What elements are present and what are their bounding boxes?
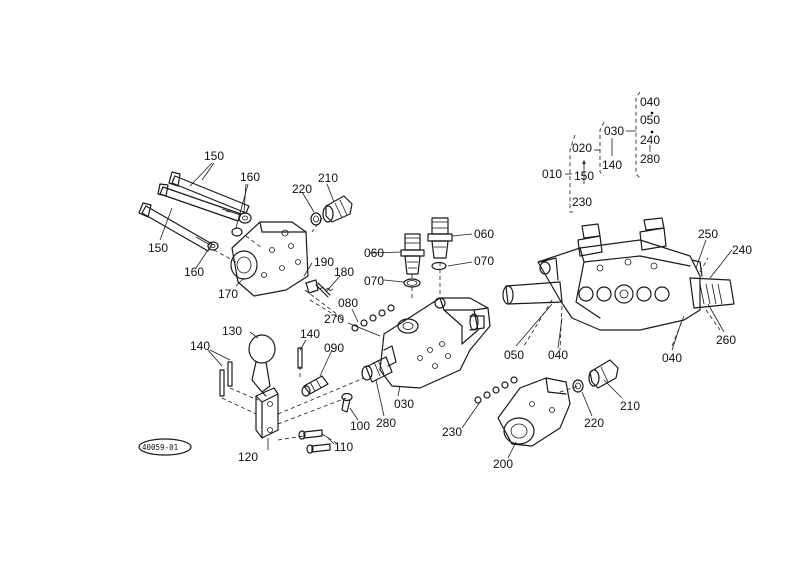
label-230: 230 bbox=[442, 425, 462, 439]
label-180: 180 bbox=[334, 265, 354, 279]
tree-root-010: 010 bbox=[542, 167, 562, 181]
fitting-060-right bbox=[427, 217, 453, 259]
label-210: 210 bbox=[318, 171, 338, 185]
label-050: 050 bbox=[504, 348, 524, 362]
bolt-150-upper bbox=[157, 183, 242, 222]
o-ring-220-upper bbox=[310, 212, 322, 226]
label-260: 260 bbox=[716, 333, 736, 347]
label-040: 040 bbox=[548, 348, 568, 362]
diagram-code-badge: 40059-01 bbox=[138, 438, 192, 456]
o-rings-080-270 bbox=[351, 304, 395, 332]
o-ring-220-lower bbox=[572, 379, 584, 393]
tree-040: 040 bbox=[640, 95, 660, 109]
label-120: 120 bbox=[238, 450, 258, 464]
label-220: 220 bbox=[584, 416, 604, 430]
assembly-lines-left bbox=[213, 217, 441, 445]
pin-140-right bbox=[297, 347, 303, 369]
pin-090 bbox=[301, 375, 329, 397]
label-240: 240 bbox=[732, 243, 752, 257]
tree-140: 140 bbox=[602, 158, 622, 172]
valve-body-main bbox=[502, 217, 735, 331]
tree-280: 280 bbox=[640, 152, 660, 166]
label-210: 210 bbox=[620, 399, 640, 413]
label-220: 220 bbox=[292, 182, 312, 196]
washer-160-lower bbox=[207, 241, 219, 251]
label-110: 110 bbox=[334, 440, 353, 454]
label-130: 130 bbox=[222, 324, 242, 338]
bolt-100 bbox=[341, 392, 353, 413]
tree-240: 240 bbox=[640, 133, 660, 147]
label-150: 150 bbox=[148, 241, 168, 255]
label-150: 150 bbox=[204, 149, 224, 163]
label-250: 250 bbox=[698, 227, 718, 241]
bolt-150-lower bbox=[138, 202, 213, 252]
diagram-code: 40059-01 bbox=[142, 443, 178, 452]
label-070: 070 bbox=[364, 274, 384, 288]
label-280: 280 bbox=[376, 416, 396, 430]
o-ring-070-right bbox=[431, 261, 447, 271]
tree-150: 150 bbox=[574, 169, 594, 183]
lever-bracket-120 bbox=[255, 387, 279, 439]
lever-knob-130 bbox=[248, 334, 276, 397]
label-160: 160 bbox=[240, 170, 260, 184]
label-060: 060 bbox=[364, 246, 384, 260]
label-170: 170 bbox=[218, 287, 238, 301]
assembly-tree bbox=[565, 91, 654, 213]
bolt-150-middle bbox=[168, 171, 250, 214]
label-140: 140 bbox=[300, 327, 320, 341]
fitting-060-left bbox=[400, 233, 425, 275]
label-100: 100 bbox=[350, 419, 370, 433]
label-140: 140 bbox=[190, 339, 210, 353]
label-200: 200 bbox=[493, 457, 513, 471]
plug-210-upper bbox=[322, 195, 353, 223]
label-080: 080 bbox=[338, 296, 358, 310]
tree-050: 050 bbox=[640, 113, 660, 127]
label-090: 090 bbox=[324, 341, 344, 355]
label-030: 030 bbox=[394, 397, 414, 411]
o-ring-070-left bbox=[403, 278, 421, 288]
leader-lines bbox=[159, 162, 733, 459]
tree-230: 230 bbox=[572, 195, 592, 209]
label-160: 160 bbox=[184, 265, 204, 279]
spring-190-180 bbox=[305, 279, 334, 298]
bolts-110 bbox=[298, 429, 331, 454]
label-190: 190 bbox=[314, 255, 334, 269]
cover-plate-170 bbox=[230, 221, 309, 297]
elbow-housing-200 bbox=[497, 377, 571, 447]
label-270: 270 bbox=[324, 312, 344, 326]
tree-020: 020 bbox=[572, 141, 592, 155]
o-rings-230 bbox=[474, 376, 518, 404]
valve-section-030 bbox=[361, 297, 491, 389]
tree-030: 030 bbox=[604, 124, 624, 138]
pins-140-left bbox=[219, 361, 233, 397]
label-070: 070 bbox=[474, 254, 494, 268]
plug-210-lower bbox=[588, 359, 619, 389]
label-060: 060 bbox=[474, 227, 494, 241]
label-040: 040 bbox=[662, 351, 682, 365]
